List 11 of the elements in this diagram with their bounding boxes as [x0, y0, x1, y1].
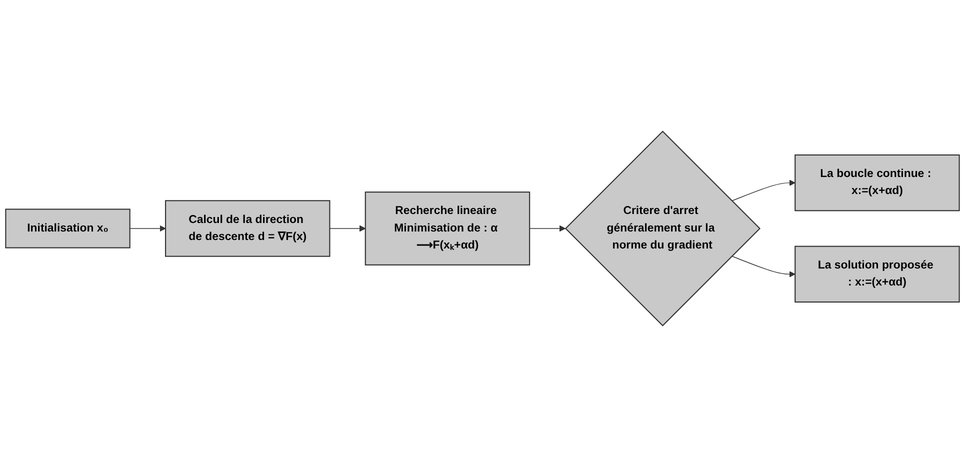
- arrow: [329, 225, 366, 232]
- arrow: [731, 180, 796, 202]
- arrow: [731, 256, 796, 278]
- node-box: La solution proposée : x:=(x+αd): [794, 246, 960, 303]
- node-box: Initialisation x₀: [5, 208, 130, 248]
- node-diamond: Critere d'arret généralement sur la norme du gradient: [564, 130, 761, 326]
- node-box: Calcul de la direction de descente d = ∇F(x): [165, 200, 330, 257]
- node-box: Recherche lineaire Minimisation de : α ⟶F(xₖ+αd): [364, 192, 530, 266]
- arrow: [529, 225, 566, 232]
- arrow: [129, 225, 166, 232]
- node-box: La boucle continue : x:=(x+αd): [794, 154, 960, 212]
